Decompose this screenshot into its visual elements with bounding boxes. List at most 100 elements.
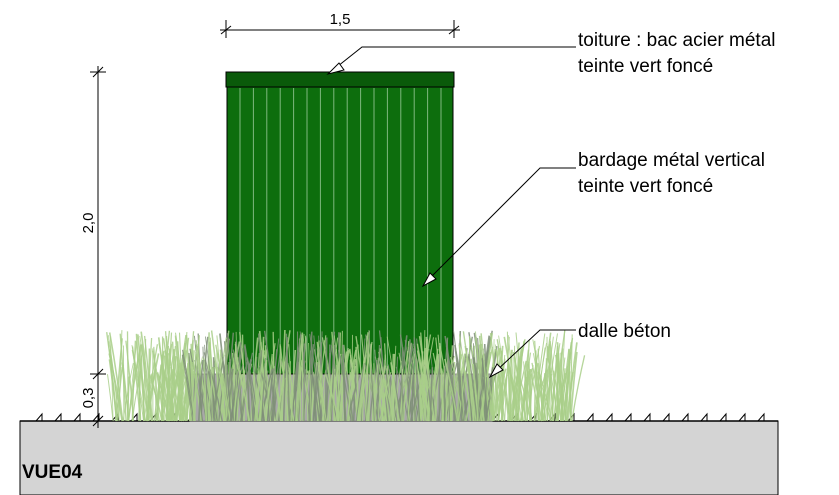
grass-blade	[232, 349, 243, 422]
roof-label-line-1: toiture : bac acier métal	[578, 30, 775, 51]
grass-blade	[279, 344, 282, 422]
grass-blade	[317, 361, 327, 422]
grass-blade	[265, 353, 273, 422]
grass-blade	[114, 338, 123, 422]
grass-blade	[156, 368, 162, 422]
grass-blade	[208, 371, 218, 422]
grass-blade	[560, 352, 564, 422]
roof-sheet	[225, 71, 455, 88]
grass-blade	[181, 354, 193, 422]
ground-hatch-tick	[757, 412, 765, 422]
ground-hatch-tick	[73, 412, 81, 422]
ground-hatch-tick	[54, 412, 62, 422]
grass-blade	[197, 359, 204, 422]
grass-blade	[226, 368, 234, 422]
grass-blade	[433, 376, 437, 422]
grass-blade	[474, 337, 485, 422]
grass-blade	[568, 349, 572, 422]
ground	[19, 420, 779, 495]
grass-blade	[328, 373, 334, 422]
grass-blade	[207, 366, 215, 422]
grass-blade	[533, 333, 546, 422]
cladding-label-line-1: bardage métal vertical	[578, 150, 765, 171]
grass-blade	[148, 368, 156, 422]
grass-blade	[429, 367, 434, 422]
grass-blade	[566, 342, 578, 422]
grass-foliage	[106, 329, 586, 422]
grass-blade	[355, 363, 365, 422]
cladding-panel	[226, 86, 454, 375]
ground-hatch-tick	[624, 412, 632, 422]
ground-hatch-tick	[700, 412, 708, 422]
grass-blade	[330, 344, 336, 422]
grass-blade	[492, 368, 507, 422]
grass-blade	[241, 359, 253, 422]
grass-blade	[480, 333, 490, 422]
grass-blade	[484, 377, 488, 422]
grass-blade	[403, 341, 410, 422]
grass-blade	[313, 362, 316, 422]
grass-blade	[506, 331, 511, 422]
grass-blade	[171, 368, 181, 422]
ground-hatch-tick	[738, 412, 746, 422]
grass-blade	[514, 361, 527, 422]
grass-blade	[131, 340, 137, 422]
cladding-leader	[421, 167, 576, 288]
grass-blade	[272, 370, 282, 422]
grass-blade	[452, 330, 465, 422]
grass-blade	[469, 374, 483, 422]
height-dimension-label: 2,0	[80, 213, 97, 234]
grass-blade	[390, 362, 400, 422]
grass-blade	[526, 363, 529, 422]
grass-blade	[382, 373, 395, 422]
grass-blade	[511, 339, 526, 422]
width-dimension-label: 1,5	[330, 11, 351, 28]
grass-blade	[393, 360, 402, 422]
grass-blade	[309, 344, 315, 422]
grass-blade	[449, 356, 464, 422]
grass-blade	[243, 345, 251, 422]
ground-hatch-tick	[643, 412, 651, 422]
grass-blade	[162, 338, 176, 422]
grass-blade	[295, 360, 303, 422]
grass-blade	[252, 371, 259, 422]
grass-blade	[324, 373, 340, 422]
ground-hatch-tick	[605, 412, 613, 422]
grass-blade	[399, 334, 414, 422]
grass-blade	[235, 340, 243, 422]
grass-blade	[131, 346, 141, 422]
grass-blade	[337, 349, 352, 422]
grass-blade	[523, 360, 527, 422]
grass-blade	[441, 366, 445, 422]
grass-blade	[249, 369, 254, 422]
grass-blade	[241, 334, 246, 422]
grass-blade	[413, 337, 421, 422]
grass-blade	[263, 354, 272, 422]
grass-blade	[182, 349, 195, 422]
grass-blade	[204, 344, 208, 422]
grass-blade	[147, 348, 151, 422]
grass-blade	[518, 373, 532, 422]
grass-blade	[297, 333, 305, 422]
roof-leader	[326, 46, 576, 75]
grass-blade	[162, 350, 165, 422]
grass-blade	[381, 354, 386, 422]
grass-blade	[142, 338, 147, 422]
grass-blade	[548, 344, 551, 422]
grass-blade	[143, 373, 153, 422]
grass-blade	[495, 349, 504, 422]
grass-blade	[281, 329, 286, 422]
grass-blade	[340, 330, 343, 422]
grass-blade	[549, 341, 558, 422]
grass-blade	[368, 330, 375, 422]
ground-hatch-tick	[92, 412, 100, 422]
grass-blade	[189, 344, 198, 422]
grass-blade	[389, 370, 394, 422]
grass-blade	[192, 361, 202, 422]
grass-blade	[126, 331, 129, 422]
grass-blade	[376, 344, 380, 422]
grass-blade	[324, 337, 328, 422]
grass-blade	[379, 372, 392, 422]
grass-blade	[476, 343, 483, 422]
